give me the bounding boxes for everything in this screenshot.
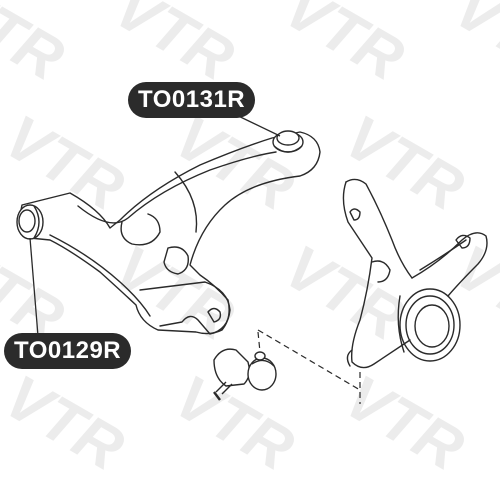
watermark-text: VTR xyxy=(0,0,75,94)
control-arm-rib xyxy=(174,171,198,233)
knuckle-hole xyxy=(349,208,361,221)
control-arm-tab xyxy=(163,246,189,275)
watermark-text: VTR xyxy=(0,102,135,224)
ball-joint xyxy=(213,348,277,401)
watermark-text: VTR xyxy=(103,0,245,94)
control-arm-cutout xyxy=(120,213,161,246)
knuckle-boss xyxy=(371,260,391,283)
watermark-text: VTR xyxy=(273,232,415,354)
watermark-text: VTR xyxy=(333,102,475,224)
watermark-text: VTR xyxy=(443,0,500,94)
knuckle-tie-rod-eye xyxy=(455,234,471,249)
lower-control-arm xyxy=(19,131,321,335)
front-bushing xyxy=(16,204,44,240)
part-callout-upper: TO0131R xyxy=(128,82,256,118)
rear-bushing xyxy=(272,130,304,153)
part-callout-lower: TO0129R xyxy=(4,333,132,369)
assembly-guide xyxy=(257,329,361,404)
watermark-text: VTR xyxy=(333,362,475,484)
knuckle-lower-tab xyxy=(346,349,353,367)
hub-flange xyxy=(397,295,405,353)
control-arm-body xyxy=(19,131,321,335)
watermark-text: VTR xyxy=(0,362,135,484)
steering-knuckle xyxy=(342,178,488,369)
control-arm-slot xyxy=(207,307,222,323)
watermark-text: VTR xyxy=(163,102,305,224)
hub-inner xyxy=(414,304,450,348)
control-arm-lower-edge xyxy=(49,234,151,317)
hub-mid xyxy=(405,295,455,355)
knuckle-outline xyxy=(342,181,411,369)
hub-outer xyxy=(399,288,461,362)
knuckle-arm-inner xyxy=(419,239,467,271)
watermark-text: VTR xyxy=(273,0,415,94)
leader-line-lower xyxy=(29,237,39,337)
knuckle-upper-arm xyxy=(345,178,413,279)
control-arm-bracket xyxy=(139,281,231,335)
control-arm-inner-edge xyxy=(77,151,277,224)
